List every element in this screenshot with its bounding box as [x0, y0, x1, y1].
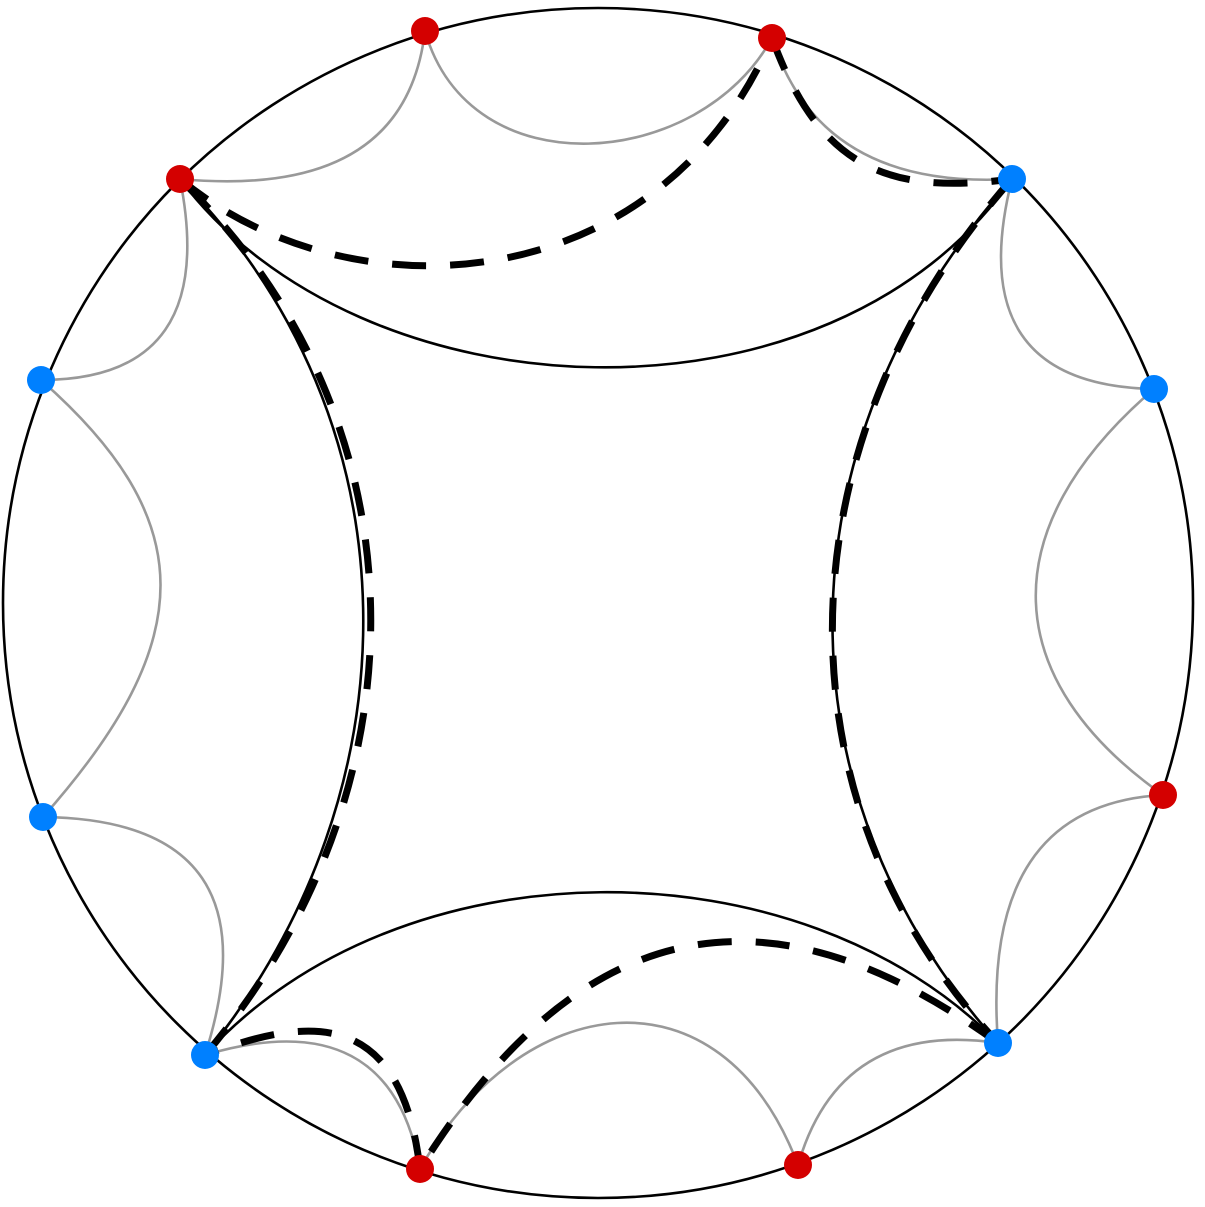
thin-arc: [423, 30, 774, 145]
thin-arc: [40, 178, 189, 382]
thin-arcs: [40, 30, 1164, 1170]
thin-arc: [40, 379, 162, 818]
red-vertex: [1149, 781, 1177, 809]
red-vertex: [406, 1155, 434, 1183]
boundary-circle: [1, 6, 1195, 1200]
dashed-arc: [768, 36, 1013, 187]
red-vertex: [166, 165, 194, 193]
thin-arc: [995, 793, 1164, 1044]
blue-vertex: [191, 1041, 219, 1069]
dashed-arc: [177, 176, 375, 1058]
blue-vertex: [1140, 375, 1168, 403]
dashed-arc: [203, 1027, 424, 1170]
dashed-arc: [828, 176, 1015, 1046]
dashed-arc: [417, 938, 1001, 1171]
thin-arc: [1034, 388, 1164, 797]
red-vertex: [758, 24, 786, 52]
thin-arc: [42, 815, 225, 1056]
dashed-arc: [177, 36, 776, 270]
vertices: [27, 17, 1177, 1183]
blue-vertex: [27, 366, 55, 394]
red-vertex: [784, 1151, 812, 1179]
solid-arc: [179, 178, 365, 1056]
solid-arc: [178, 178, 1014, 369]
blue-vertex: [998, 165, 1026, 193]
thin-arc: [770, 37, 1013, 182]
solid-arc: [204, 890, 999, 1056]
thin-arc: [179, 30, 427, 183]
dashed-arcs: [177, 36, 1015, 1171]
thin-arc: [796, 1038, 999, 1166]
thin-arc: [204, 1040, 422, 1170]
blue-vertex: [984, 1029, 1012, 1057]
blue-vertex: [29, 803, 57, 831]
thin-arc: [418, 1021, 800, 1170]
thin-arc: [999, 178, 1155, 391]
solid-arcs: [178, 178, 1014, 1056]
red-vertex: [411, 17, 439, 45]
